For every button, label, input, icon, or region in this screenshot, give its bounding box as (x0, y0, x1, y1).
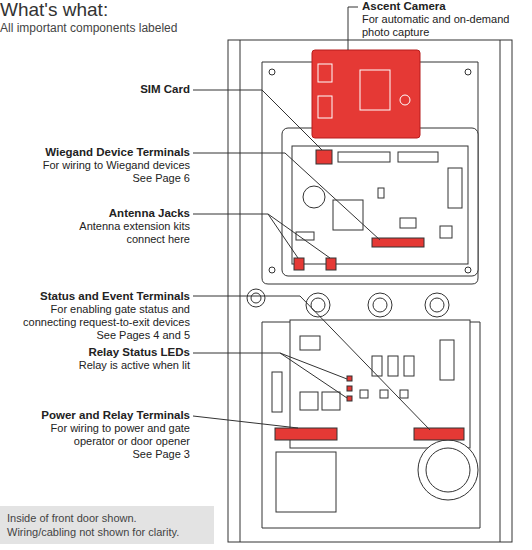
callout-title: Relay Status LEDs (0, 346, 190, 359)
note-box: Inside of front door shown. Wiring/cabli… (0, 506, 214, 544)
callout-text: Antenna extension kits connect here (60, 220, 190, 246)
callout-title: Wiegand Device Terminals (0, 146, 190, 159)
callout-title: SIM Card (10, 83, 190, 96)
callout-text: For wiring to Wiegand devices (0, 159, 190, 172)
callout-text: For automatic and on-demand photo captur… (362, 13, 512, 39)
relay-led (347, 376, 352, 381)
antenna-jack (294, 258, 304, 270)
callout-text: For enabling gate status and connecting … (0, 303, 190, 329)
diagram-title: What's what: (0, 0, 108, 20)
ascent-camera (312, 50, 420, 138)
note-text: Inside of front door shown. Wiring/cabli… (7, 511, 207, 539)
subtitle: All important components labeled (0, 22, 260, 35)
antenna-jack (326, 258, 336, 270)
callout-text: Relay is active when lit (0, 359, 190, 372)
leader-lines (193, 7, 430, 430)
callout-ref: See Pages 4 and 5 (0, 329, 190, 342)
callout-title: Power and Relay Terminals (0, 409, 190, 422)
main-pcb (292, 146, 468, 264)
relay-led (347, 396, 352, 401)
sim-card (316, 150, 332, 164)
enclosure-door (228, 40, 512, 542)
relay-led (347, 386, 352, 391)
callout-title: Status and Event Terminals (0, 290, 190, 303)
callout-ref: See Page 6 (0, 172, 190, 185)
callout-text: For wiring to power and gate operator or… (25, 422, 190, 448)
status-event-terminal (414, 428, 464, 440)
power-relay-terminal (275, 428, 337, 440)
callout-title: Ascent Camera (362, 0, 532, 13)
callout-title: Antenna Jacks (10, 207, 190, 220)
callout-ref: See Page 3 (0, 448, 190, 461)
